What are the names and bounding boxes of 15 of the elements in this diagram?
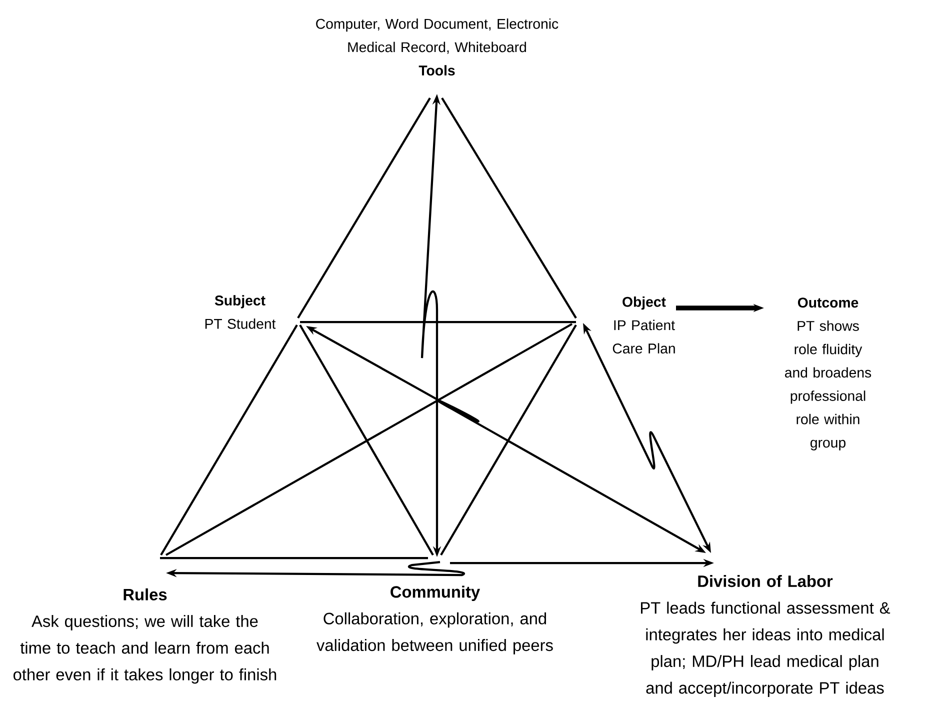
connector-line: [300, 320, 576, 324]
vertex-label: Subject PT Student: [205, 295, 276, 329]
vertex-label: Object IP Patient Care Plan: [612, 296, 675, 354]
connector-line: [297, 97, 431, 319]
vertex-label: Division of Labor PT leads functional assessment & integrates her ideas into medical plan; MD/PH lead medical plan and accept/incorporate PT ideas: [641, 575, 890, 697]
vertex-label: Community Collaboration, exploration, and validation between unified peers: [316, 586, 553, 654]
connector-line: [441, 97, 577, 319]
connector-line: [160, 324, 298, 556]
connector-line: [165, 323, 573, 556]
vertex-label: Outcome PT shows role fluidity and broadens professional role within group: [785, 298, 872, 450]
connector-line: [299, 324, 434, 556]
connector-line: [160, 556, 428, 560]
vertex-label: Rules Ask questions; we will take the time to teach and learn from each other even if it takes longer to finish: [14, 588, 276, 684]
vertex-label: Computer, Word Document, Electronic Medical Record, Whiteboard Tools: [316, 18, 558, 76]
connector-line: [440, 324, 577, 556]
